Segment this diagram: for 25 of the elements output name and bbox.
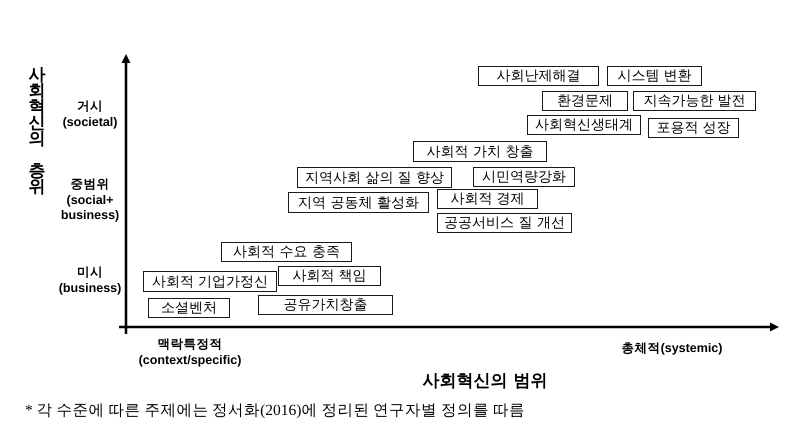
axis-tick-label: 중범위 (social+ business) — [60, 177, 120, 224]
topic-box: 사회혁신생태계 — [527, 115, 641, 135]
topic-box: 공공서비스 질 개선 — [437, 213, 572, 233]
topic-box: 사회적 경제 — [437, 189, 538, 209]
topic-box: 지역 공동체 활성화 — [288, 192, 429, 213]
topic-box: 사회적 가치 창출 — [413, 141, 547, 162]
topic-box: 사회난제해결 — [478, 66, 599, 86]
topic-box: 지속가능한 발전 — [633, 91, 756, 111]
axis-tick-label: 미시 (business) — [58, 265, 122, 296]
topic-box: 포용적 성장 — [648, 118, 739, 138]
topic-box: 환경문제 — [542, 91, 628, 111]
topic-box: 사회적 기업가정신 — [143, 271, 277, 292]
topic-box: 소셜벤처 — [148, 298, 230, 318]
axis-title: 사회혁신의 범위 — [422, 370, 548, 392]
topic-box: 사회적 책임 — [278, 266, 381, 286]
axis-tick-label: 거시 (societal) — [62, 99, 118, 130]
topic-box: 사회적 수요 충족 — [221, 242, 352, 262]
topic-box: 지역사회 삶의 질 향상 — [297, 167, 452, 188]
footnote: * 각 수준에 따른 주제에는 정서화(2016)에 정리된 연구자별 정의를 따름 — [25, 401, 525, 421]
axis-tick-label: 총체적(systemic) — [622, 340, 722, 357]
axis-title: 사회혁신의 층위 — [28, 67, 46, 195]
axis-tick-label: 맥락특정적 (context/specific) — [138, 337, 242, 368]
topic-box: 시스템 변환 — [607, 66, 702, 86]
topic-box: 시민역량강화 — [473, 167, 575, 187]
topic-box: 공유가치창출 — [258, 295, 393, 315]
